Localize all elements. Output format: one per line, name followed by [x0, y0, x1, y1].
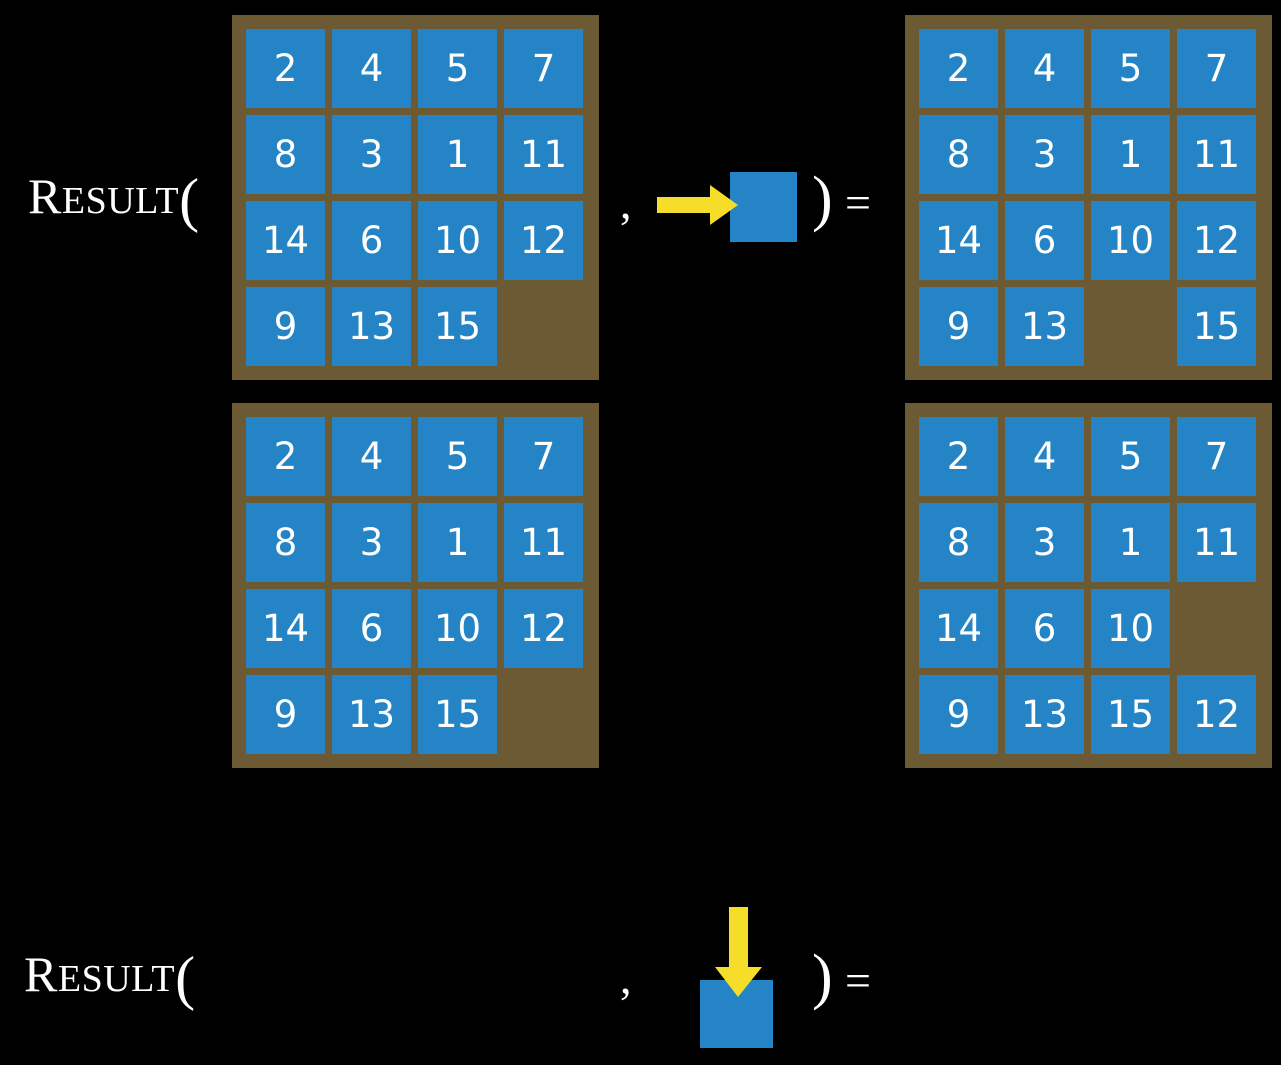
- tile[interactable]: 6: [1005, 589, 1084, 668]
- tile[interactable]: 9: [919, 287, 998, 366]
- move-action-down: [690, 895, 810, 1065]
- tile[interactable]: 13: [1005, 675, 1084, 754]
- open-paren: (: [175, 945, 196, 1011]
- tile[interactable]: 6: [332, 201, 411, 280]
- result-label-remainder: ESULT: [57, 958, 176, 1000]
- tile[interactable]: 5: [418, 417, 497, 496]
- output-board-2: 2 4 5 7 8 3 1 11 14 6 10 9 13 15 12: [905, 403, 1272, 768]
- result-label-initial: R: [24, 946, 58, 1002]
- tile[interactable]: 2: [246, 29, 325, 108]
- tile[interactable]: 3: [332, 503, 411, 582]
- tile[interactable]: 3: [1005, 503, 1084, 582]
- input-board-2-grid: 2 4 5 7 8 3 1 11 14 6 10 12 9 13 15: [246, 417, 583, 754]
- move-action-right: [650, 165, 810, 255]
- input-board-2: 2 4 5 7 8 3 1 11 14 6 10 12 9 13 15: [232, 403, 599, 768]
- tile[interactable]: 8: [919, 115, 998, 194]
- result-label-2: RESULT(: [24, 948, 196, 1008]
- input-board-1: 2 4 5 7 8 3 1 11 14 6 10 12 9 13 15: [232, 15, 599, 380]
- argument-separator-comma: ,: [620, 952, 632, 1003]
- tile[interactable]: 3: [332, 115, 411, 194]
- tile[interactable]: 12: [504, 589, 583, 668]
- tile[interactable]: 5: [1091, 29, 1170, 108]
- tile[interactable]: 13: [332, 287, 411, 366]
- tile[interactable]: 2: [919, 29, 998, 108]
- tile[interactable]: 8: [246, 115, 325, 194]
- arrow-down-icon: [715, 907, 762, 997]
- tile[interactable]: 8: [919, 503, 998, 582]
- tile[interactable]: 11: [504, 115, 583, 194]
- result-label-1: RESULT(: [28, 170, 200, 230]
- tile[interactable]: 10: [1091, 589, 1170, 668]
- tile[interactable]: 7: [1177, 29, 1256, 108]
- tile[interactable]: 15: [1177, 287, 1256, 366]
- tile[interactable]: 14: [919, 201, 998, 280]
- tile[interactable]: 5: [418, 29, 497, 108]
- empty-tile: [1177, 589, 1256, 668]
- tile[interactable]: 3: [1005, 115, 1084, 194]
- tile[interactable]: 7: [504, 29, 583, 108]
- output-board-2-grid: 2 4 5 7 8 3 1 11 14 6 10 9 13 15 12: [919, 417, 1256, 754]
- tile[interactable]: 6: [332, 589, 411, 668]
- tile[interactable]: 7: [504, 417, 583, 496]
- tile[interactable]: 11: [1177, 503, 1256, 582]
- tile[interactable]: 12: [1177, 675, 1256, 754]
- equation-row-2: RESULT( 2 4 5 7 8 3 1 11 14 6 10 12 9 13…: [0, 390, 1281, 1048]
- tile[interactable]: 5: [1091, 417, 1170, 496]
- tile[interactable]: 13: [332, 675, 411, 754]
- equals-sign: =: [845, 177, 871, 228]
- input-board-1-grid: 2 4 5 7 8 3 1 11 14 6 10 12 9 13 15: [246, 29, 583, 366]
- tile[interactable]: 8: [246, 503, 325, 582]
- tile[interactable]: 7: [1177, 417, 1256, 496]
- result-label-remainder: ESULT: [61, 180, 180, 222]
- tile[interactable]: 9: [246, 675, 325, 754]
- tile[interactable]: 1: [1091, 115, 1170, 194]
- equals-sign: =: [845, 955, 871, 1006]
- tile[interactable]: 4: [1005, 29, 1084, 108]
- close-paren: ): [812, 943, 833, 1011]
- tile[interactable]: 1: [418, 503, 497, 582]
- tile[interactable]: 14: [919, 589, 998, 668]
- tile[interactable]: 14: [246, 201, 325, 280]
- tile[interactable]: 13: [1005, 287, 1084, 366]
- tile[interactable]: 10: [1091, 201, 1170, 280]
- tile[interactable]: 9: [246, 287, 325, 366]
- tile[interactable]: 10: [418, 589, 497, 668]
- result-label-initial: R: [28, 168, 62, 224]
- tile[interactable]: 1: [418, 115, 497, 194]
- argument-separator-comma: ,: [620, 177, 632, 228]
- tile[interactable]: 12: [1177, 201, 1256, 280]
- tile[interactable]: 6: [1005, 201, 1084, 280]
- tile[interactable]: 4: [332, 29, 411, 108]
- open-paren: (: [179, 167, 200, 233]
- empty-tile: [1091, 287, 1170, 366]
- tile[interactable]: 4: [332, 417, 411, 496]
- tile[interactable]: 9: [919, 675, 998, 754]
- equation-row-1: RESULT( 2 4 5 7 8 3 1 11 14 6 10 12 9 13…: [0, 0, 1281, 390]
- tile[interactable]: 2: [246, 417, 325, 496]
- tile[interactable]: 1: [1091, 503, 1170, 582]
- arrow-right-icon: [657, 185, 738, 225]
- close-paren: ): [812, 165, 833, 233]
- tile[interactable]: 12: [504, 201, 583, 280]
- tile[interactable]: 11: [504, 503, 583, 582]
- tile[interactable]: 15: [418, 287, 497, 366]
- tile[interactable]: 14: [246, 589, 325, 668]
- output-board-1: 2 4 5 7 8 3 1 11 14 6 10 12 9 13 15: [905, 15, 1272, 380]
- tile[interactable]: 11: [1177, 115, 1256, 194]
- tile[interactable]: 10: [418, 201, 497, 280]
- output-board-1-grid: 2 4 5 7 8 3 1 11 14 6 10 12 9 13 15: [919, 29, 1256, 366]
- empty-tile: [504, 675, 583, 754]
- tile[interactable]: 4: [1005, 417, 1084, 496]
- tile[interactable]: 2: [919, 417, 998, 496]
- tile[interactable]: 15: [418, 675, 497, 754]
- empty-tile: [504, 287, 583, 366]
- tile[interactable]: 15: [1091, 675, 1170, 754]
- moving-tile-square: [730, 172, 797, 242]
